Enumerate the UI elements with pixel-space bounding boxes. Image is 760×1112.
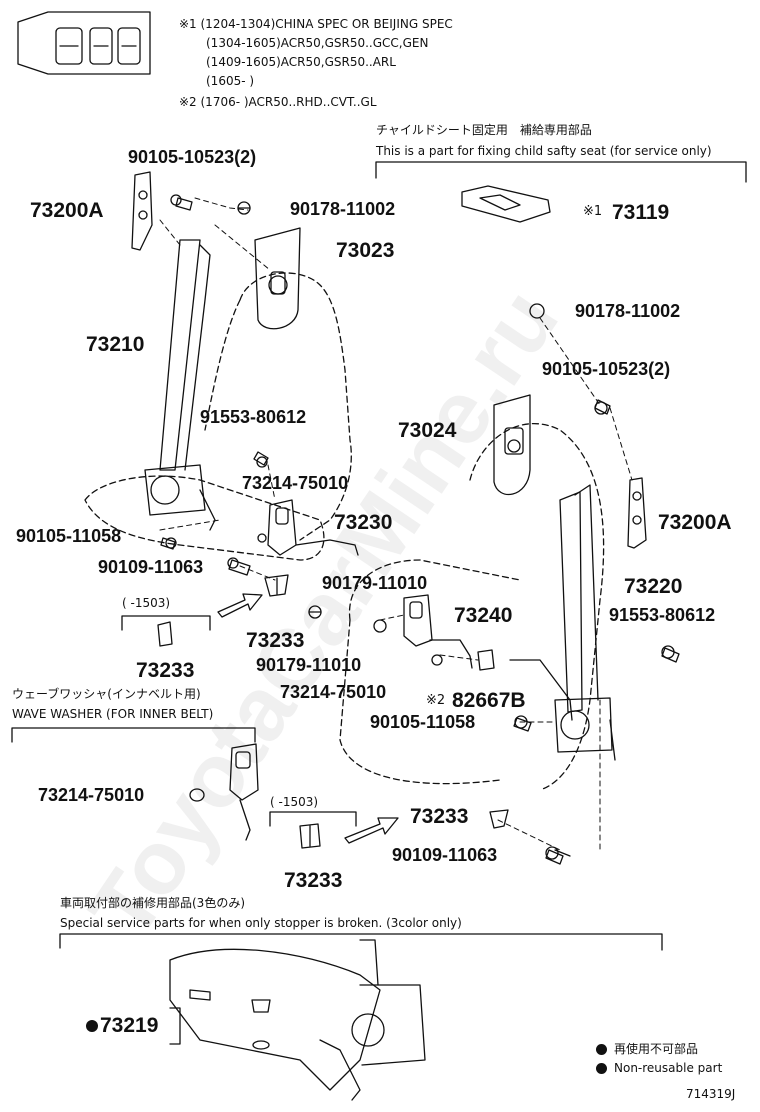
buckle-right	[403, 594, 433, 647]
part-90105-10523-right[interactable]: 90105-10523(2)	[542, 359, 671, 379]
arrow-left	[217, 593, 263, 618]
bolt-symbols	[160, 194, 680, 865]
part-90179-11010-right[interactable]: 90179-11010	[322, 573, 428, 593]
child-seat-fixture	[461, 185, 551, 223]
part-73233-lower-right[interactable]: 73233	[410, 805, 469, 828]
part-82667B-note-mark: ※2	[426, 693, 446, 708]
stopper-left	[264, 574, 289, 597]
legend-dot-en	[596, 1063, 607, 1074]
legend-jp: 再使用不可部品	[614, 1042, 699, 1056]
non-reusable-dot-73219	[86, 1020, 98, 1032]
belt-right	[559, 491, 583, 713]
part-73024[interactable]: 73024	[398, 419, 457, 442]
part-90105-10523-left[interactable]: 90105-10523(2)	[128, 147, 257, 167]
retractor-right	[554, 697, 613, 753]
legend-dot-jp	[596, 1044, 607, 1055]
note-1-line-3: (1409-1605)ACR50,GSR50..ARL	[206, 55, 396, 69]
headrest-guide-right	[493, 394, 531, 496]
part-73210[interactable]: 73210	[86, 333, 145, 356]
belt-left	[159, 239, 201, 471]
part-73220[interactable]: 73220	[624, 575, 683, 598]
part-73219[interactable]: 73219	[100, 1014, 159, 1037]
left-seat-cushion	[84, 475, 325, 561]
stopper-lower	[299, 823, 321, 849]
figure-code: 714319J	[686, 1087, 736, 1101]
retractor-left	[144, 464, 206, 516]
part-90109-11063-left[interactable]: 90109-11063	[98, 557, 204, 577]
upper-anchor-right	[627, 477, 647, 549]
stopper-title-en: Special service parts for when only stop…	[60, 916, 462, 930]
part-73233-mid[interactable]: 73233	[246, 629, 305, 652]
part-90179-11010-lower[interactable]: 90179-11010	[256, 655, 362, 675]
part-73214-75010-top[interactable]: 73214-75010	[242, 473, 349, 493]
note-1-line-2: (1304-1605)ACR50,GSR50..GCC,GEN	[206, 36, 429, 50]
note-1-line-4: (1605- )	[206, 74, 255, 88]
part-73119-note-mark: ※1	[583, 204, 603, 219]
seat-layout-icon	[17, 11, 151, 75]
child-seat-title-jp: チャイルドシート固定用 補給専用部品	[376, 123, 592, 137]
legend-en: Non-reusable part	[614, 1061, 723, 1075]
part-73214-75010-washer[interactable]: 73214-75010	[38, 785, 145, 805]
note-1-line-1: ※1 (1204-1304)CHINA SPEC OR BEIJING SPEC	[179, 17, 453, 31]
buckle-left	[267, 499, 297, 556]
part-91553-80612-left[interactable]: 91553-80612	[200, 407, 307, 427]
part-91553-80612-right[interactable]: 91553-80612	[609, 605, 716, 625]
right-seat-back	[469, 423, 605, 791]
part-90105-11058-right[interactable]: 90105-11058	[370, 712, 476, 732]
part-90178-11002-left[interactable]: 90178-11002	[290, 199, 396, 219]
part-73233-lower[interactable]: 73233	[284, 869, 343, 892]
range-label-lower: ( -1503)	[270, 795, 319, 809]
part-90109-11063-right[interactable]: 90109-11063	[392, 845, 498, 865]
washer-title-jp: ウェーブワッシャ(インナベルト用)	[12, 687, 201, 701]
part-73230[interactable]: 73230	[334, 511, 393, 534]
upper-anchor-left	[131, 171, 153, 251]
buckle-washer	[229, 743, 259, 801]
clip-82667B	[477, 649, 495, 671]
child-seat-title-en: This is a part for fixing child safty se…	[376, 144, 712, 158]
note-2: ※2 (1706- )ACR50..RHD..CVT..GL	[179, 95, 377, 109]
part-73233-left[interactable]: 73233	[136, 659, 195, 682]
headrest-guide-left	[254, 227, 301, 330]
part-73240[interactable]: 73240	[454, 604, 513, 627]
stopper-assembly	[169, 948, 381, 1091]
part-73214-75010-mid[interactable]: 73214-75010	[280, 682, 387, 702]
range-label-left: ( -1503)	[122, 596, 171, 610]
part-73200A-right[interactable]: 73200A	[658, 511, 732, 534]
part-73119[interactable]: 73119	[612, 201, 670, 224]
part-73200A-left[interactable]: 73200A	[30, 199, 104, 222]
arrow-lower	[344, 817, 399, 844]
part-73023[interactable]: 73023	[336, 239, 395, 262]
stopper-title-jp: 車両取付部の補修用部品(3色のみ)	[60, 896, 245, 910]
right-seat-cushion	[339, 559, 521, 785]
part-90105-11058-left[interactable]: 90105-11058	[16, 526, 122, 546]
washer-title-en: WAVE WASHER (FOR INNER BELT)	[12, 707, 214, 721]
part-82667B[interactable]: 82667B	[452, 689, 526, 712]
left-seat-back	[204, 272, 352, 541]
part-90178-11002-right[interactable]: 90178-11002	[575, 301, 681, 321]
